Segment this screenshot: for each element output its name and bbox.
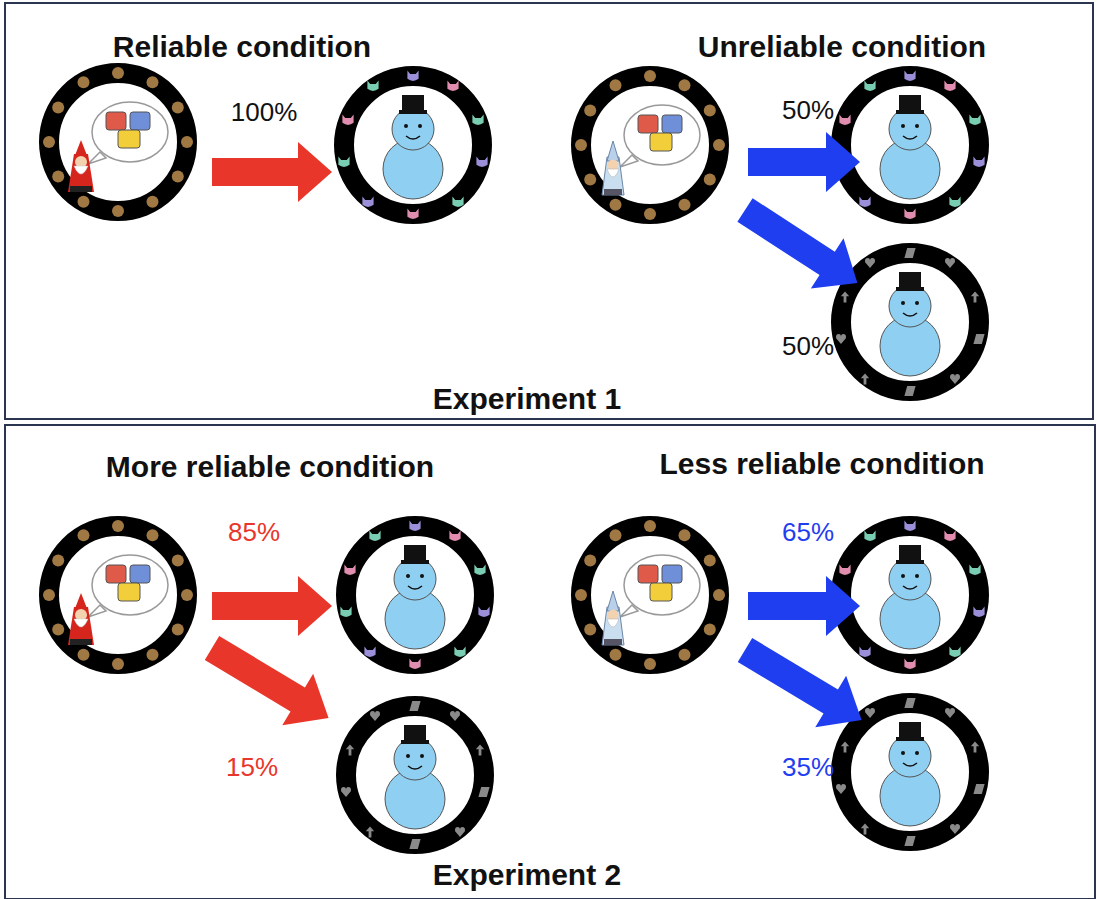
probability-label: 100%	[231, 98, 298, 127]
experiment-panel: Experiment 1	[4, 2, 1094, 420]
probability-label: 35%	[782, 753, 834, 782]
panel-title: Experiment 1	[433, 382, 621, 415]
probability-label: 85%	[228, 518, 280, 547]
condition-heading: Unreliable condition	[698, 30, 986, 63]
panel-title: Experiment 2	[433, 858, 621, 891]
condition-heading: Reliable condition	[113, 30, 371, 63]
experiment-panel: Experiment 2	[4, 424, 1096, 899]
condition-heading: Less reliable condition	[659, 447, 984, 480]
probability-label: 50%	[782, 332, 834, 361]
probability-label: 65%	[782, 518, 834, 547]
probability-label: 15%	[226, 753, 278, 782]
probability-label: 50%	[782, 96, 834, 125]
condition-heading: More reliable condition	[106, 450, 434, 483]
